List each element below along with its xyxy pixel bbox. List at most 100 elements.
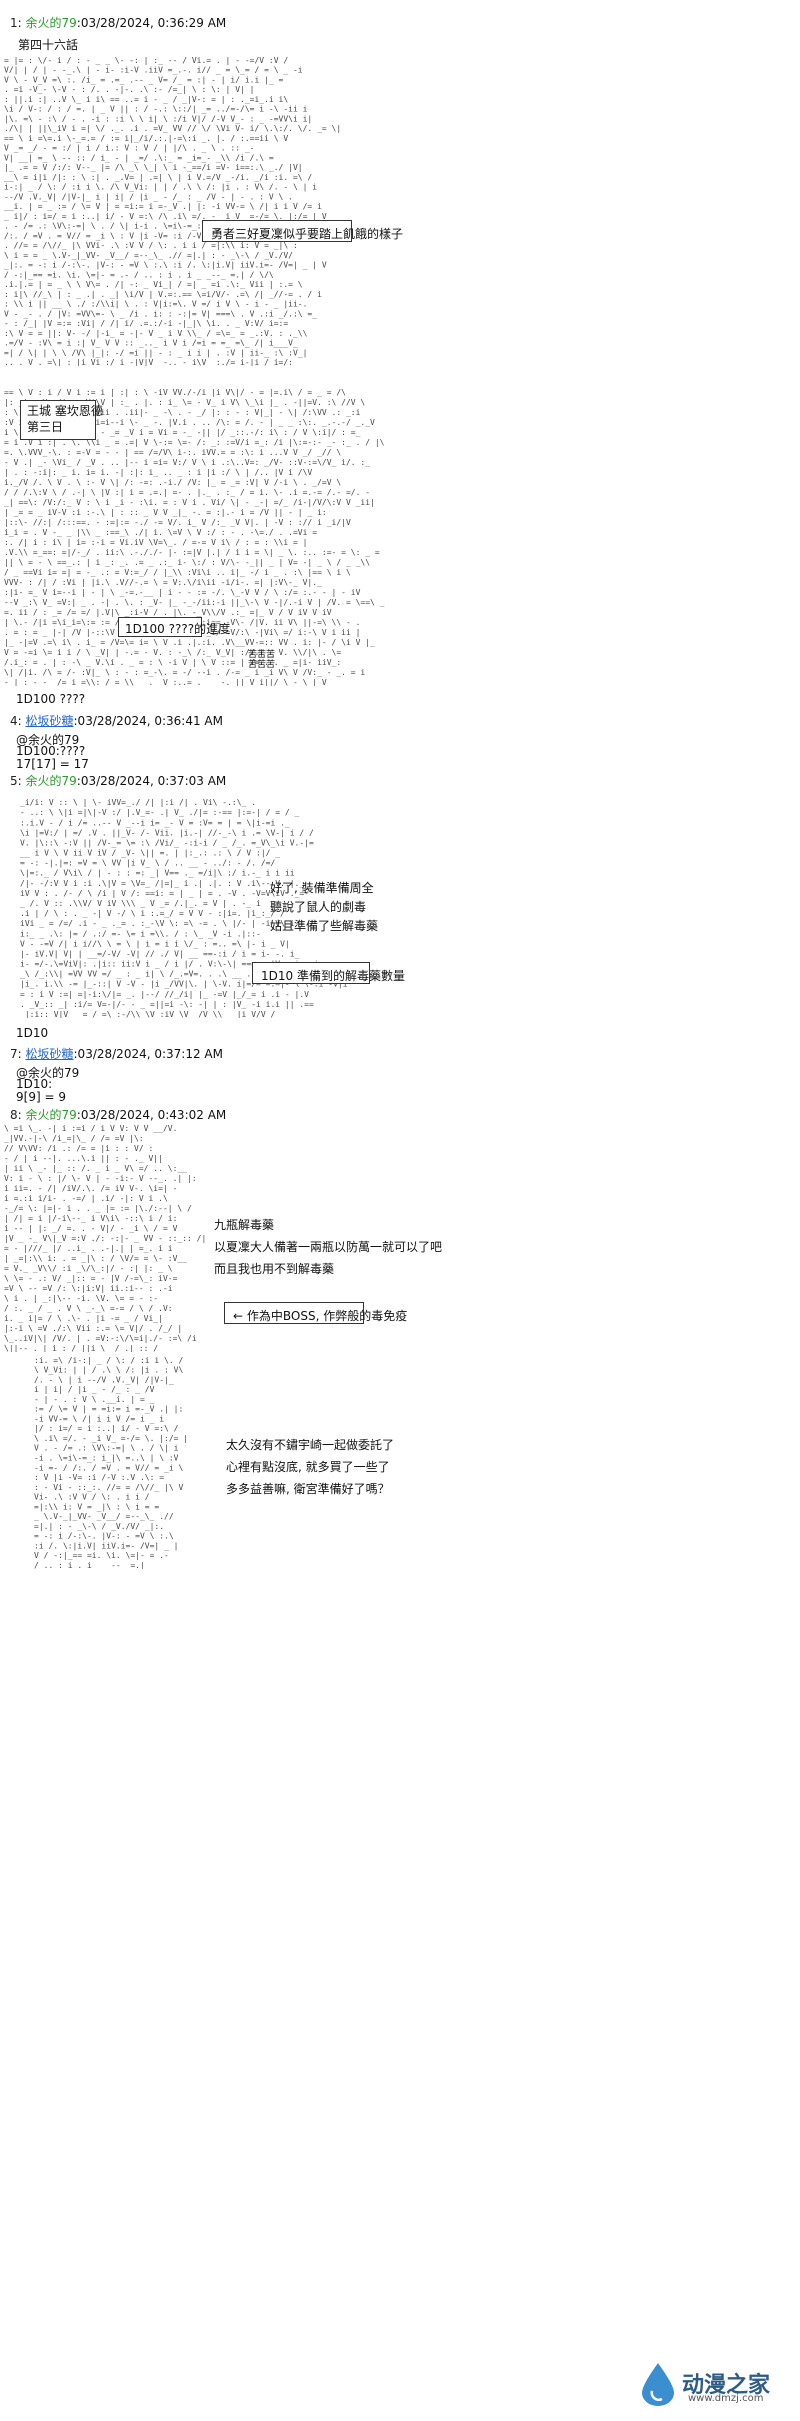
sign-text: 苦苦苦 苦苦苦 xyxy=(248,650,276,670)
svg-text:| _= = _ iV-V :i :-.\ |: | _= = _ iV-V :i :-.\ | : :: _ V V _|_ -… xyxy=(4,508,327,517)
svg-text:| ii \ _- |_ :: /. _ i _: | ii \ _- |_ :: /. _ i _ V\ =/ .. \:__ xyxy=(4,1164,187,1173)
svg-text:|:-i \ =V ./:\ Vii :.= \: |:-i \ =V ./:\ Vii :.= \= V|/ . /_/ | xyxy=(4,1324,182,1333)
svg-text:V . - /= .: \V\:-=| \ . /: V . - /= .: \V\:-=| \ . / \| i xyxy=(34,1444,179,1453)
roll-count-box: 1D10 準備到的解毒藥數量 xyxy=(252,962,405,984)
svg-text:=V \ -- =V /: \:|i:V| i: =V \ -- =V /: \:|i:V| ii.:i-- : .-i xyxy=(4,1284,173,1293)
svg-text:/ .. : i . i _ _--_: / .. : i . i _ _--_ =.| xyxy=(34,1561,145,1569)
svg-text:=. \.VVV_-\. : =-V = - - | =: =. \.VVV_-\. : =-V = - - | == /=/V\ i-:.… xyxy=(4,448,341,457)
svg-text:\ =i \_. -| i :=i / i V: \ =i \_. -| i :=i / i V V: V V __/V. xyxy=(4,1124,177,1133)
ascii-art-character: _i/i: V :: \ | \- iVV=_./ /| |:i /| . Vi… xyxy=(20,796,350,1018)
droplet-logo-icon xyxy=(642,2363,674,2406)
svg-text::= / \= V | = =i:= i =-_V: := / \= V | = =i:= i =-_V .| |: xyxy=(34,1405,183,1414)
svg-text::. /| i : i\ | i= :-i: :. /| i : i\ | i= :-i = Vi.iV \V=\_. / =… xyxy=(4,538,307,547)
svg-text:: i|\ //_\ | : _ .| . _| \i/: : i|\ //_\ | : _ .| . _| \i/V | V.=:.== … xyxy=(4,290,322,299)
dialogue-line: 好了, 裝備準備周全 xyxy=(270,881,374,895)
reply-line: @余火的79 xyxy=(16,1066,80,1080)
poster-name[interactable]: 松坂砂糖 xyxy=(25,714,74,728)
svg-text:\| /|i. /\ = /- :V|_ \ :: \| /|i. /\ = /- :V|_ \ : - : =_-\. = -/ … xyxy=(4,668,365,677)
svg-text:i-:| _ / \: / :i i \. /\ V_: i-:| _ / \: / :i i \. /\ V_Vi: | | / .\ … xyxy=(4,183,317,192)
svg-text:\_..iV|\| /V/. | . =V:-:\/\=i|: \_..iV|\| /V/. | . =V:-:\/\=i|./- :=\ /i xyxy=(4,1334,197,1343)
poster-name[interactable]: 余火的79 xyxy=(25,16,77,30)
svg-text:. //= = /\//_ |\ VVi- .\: . //= = /\//_ |\ VVi- .\ :V V / \: . i i… xyxy=(4,241,298,250)
location-name: 王城 塞坎恩德 xyxy=(27,404,103,418)
svg-text:.=/V - :V\ = i :| V_: .=/V - :V\ = i :| V_ V V :: _.._ i V i /… xyxy=(4,339,298,348)
svg-text:-i VV-= \ /| i i V /= i _: -i VV-= \ /| i i V /= i _ i xyxy=(34,1414,164,1423)
svg-text:i | i| / |i _ - /_ : _: i | i| / |i _ - /_ : _ /V xyxy=(34,1385,155,1394)
svg-text:V| __| =_ \ -- :: /: V| __| =_ \ -- :: / i_ - | _=/ .\:_ = _i… xyxy=(4,153,274,162)
svg-text:= -: -|.|=: =V = \ VV: = -: -|.|=: =V = \ VV |i V_ \ / .. __ - … xyxy=(20,859,275,868)
svg-text:: \\ i || __ \ ./ :/\\i| \: : \\ i || __ \ ./ :/\\i| \ . : V|i:=\. V… xyxy=(4,300,307,309)
svg-text:- V .| _- \Vi_ / _V .: - V .| _- \Vi_ / _V . .. |-- i =i= V:/ V… xyxy=(4,458,370,467)
poster-name[interactable]: 松坂砂糖 xyxy=(25,1047,74,1061)
svg-text:V = -=i \= i i / \ _V|: V = -=i \= i i / \ _V| | -.= - V. : -_\ … xyxy=(4,648,341,657)
svg-text:_| ==\: /V:/:_ V : \ i _i: _| ==\: /V:/:_ V : \ i _i - :\i. = : V i… xyxy=(4,498,375,507)
poster-name[interactable]: 余火的79 xyxy=(25,1108,77,1122)
svg-text:- : /_| |V =:= :Vi| /: - : /_| |V =:= :Vi| / /| i/ .=.:/-i -|_|… xyxy=(4,319,288,328)
ascii-art-character-3: :i. =\ /i-:| _ / \: / :i i \. /\ V_Vi: |… xyxy=(34,1354,204,1569)
svg-text:\|=:._ / V\i\ / | - : : =:: \|=:._ / V\i\ / | - : : =: _| V== ._ =/i… xyxy=(20,869,295,878)
svg-text:= i .V i :| . \. \\i _ = .=: = i .V i :| . \. \\i _ = .=| V \-:= \=- … xyxy=(4,438,385,447)
svg-text:_ \.V-_|_VV- _V__/ =--_\_ .: _ \.V-_|_VV- _V__/ =--_\_ .// xyxy=(34,1512,174,1521)
svg-text:/:. / =V . = V// = _i \: /:. / =V . = V// = _i \ : V |i -V= :i /-… xyxy=(4,231,312,240)
svg-text:= -: i /-:\-. |V-: - =V \: = -: i /-:\-. |V-: - =V \ :.\ xyxy=(34,1532,174,1541)
svg-text:./\| | ||\_iV i =| \/ ._. .i: ./\| | ||\_iV i =| \/ ._. .i . =V_ VV //… xyxy=(4,124,341,133)
svg-text:.V.\\ =_==: =|/-_/ . ii:\ .: .V.\\ =_==: =|/-_/ . ii:\ .-././- |- :=|… xyxy=(4,548,380,557)
svg-text:i- =/-.\=ViV|: .|i:: ii:V i: i- =/-.\=ViV|: .|i:: ii:V i _ / i |/ . V… xyxy=(20,960,319,969)
svg-text:/ _ ==Vi i= =| = -_ .: =: / _ ==Vi i= =| = -_ .: = V:=_/ / |_\\ :V… xyxy=(4,568,351,577)
svg-text:i ii=. - /| /iV/.\. /= iV V-: i ii=. - /| /iV/.\. /= iV V-. \i=| - xyxy=(4,1184,177,1193)
svg-text:- | - . : V \ .__i. | =: - | - . : V \ .__i. | = _ xyxy=(34,1395,155,1404)
dialogue-line: 太久沒有不鏽宇崎一起做委託了 xyxy=(226,1438,395,1452)
dialogue-line: 聽說了鼠人的劇毒 xyxy=(270,900,367,914)
svg-text:= |= : \/- i / : - _ _: = |= : \/- i / : - _ _ \- -: | :_ -- / V… xyxy=(4,56,288,65)
svg-text:\ i . | _:|\-- -i. \V.: \ i . | _:|\-- -i. \V. \= = - :- xyxy=(4,1294,158,1303)
svg-text:- / | i --|. ...\.i || :: - / | i --|. ...\.i || : - ._ V|| xyxy=(4,1154,163,1163)
svg-text:- ..: \ \|i =|\|-V :/: - ..: \ \|i =|\|-V :/ |.V_=- .| V_ ./|= … xyxy=(20,808,300,817)
svg-text:=| / \| | \ \ /V\ |_: =| / \| | \ \ /V\ |_|: -/ =i || - : _ i … xyxy=(4,348,307,357)
svg-text:i:_ _ .\: |= / .:/ =- \=: i:_ _ .\: |= / .:/ =- \= i =\\. / : \_ _… xyxy=(20,929,261,938)
reply-line: @余火的79 xyxy=(16,733,80,747)
svg-text:| /| = i |/-i\--_ i V\i\ -:: | /| = i |/-i\--_ i V\i\ -::\ i / i: xyxy=(4,1214,177,1223)
svg-text:\||-- . | i : / ||i: \||-- . | i : / ||i \_ / .| :: / xyxy=(4,1344,158,1352)
svg-text:. - /= .: \V\:-=| \ . /: . - /= .: \V\:-=| \ . / \| i-i . \=i\-=_… xyxy=(4,222,317,231)
svg-text:_ /. V :: .\\V/ V iV: _ /. V :: .\\V/ V iV \\\ _ V _= /.|_. = … xyxy=(20,899,261,908)
svg-text:Vi- .\ :V V / \: . i i: Vi- .\ :V V / \: . i i / xyxy=(34,1493,150,1502)
svg-text:_\ /_:\\| =VV VV =/ _ :: _\ /_:\\| =VV VV =/ _ : _ i| \ /_.=V=. .… xyxy=(20,970,266,979)
poster-name[interactable]: 余火的79 xyxy=(25,774,77,788)
svg-text:= V._ _V\\/ :i _\/\_:|/ -: = V._ _V\\/ :i _\/\_:|/ - :| |: _ \ xyxy=(4,1264,173,1273)
dialogue-line: 以夏凜大人備著一兩瓶以防萬一就可以了吧 xyxy=(214,1240,443,1254)
svg-text:\ \= - .: V/ _|:: = - |V: \ \= - .: V/ _|:: = - |V /-=\_: iV-= xyxy=(4,1274,178,1283)
ascii-art-castle: == \ V : i / V i := i | :| : \ -iV VV./-… xyxy=(4,386,424,686)
svg-text:: \.| =::- :\\ = _ Vii . .i: : \.| =::- :\\ = _ Vii . .ii|- _ -\ . - … xyxy=(4,408,361,417)
dialogue-line: 心裡有點沒底, 就多買了一些了 xyxy=(226,1460,390,1474)
svg-text:i. _ i|= / \ .\- . |i: i. _ i|= / \ .\- . |i -= _ / Vi_| xyxy=(4,1314,163,1323)
svg-text:.. . V . =\| : |i_Vi: .. . V . =\| : |i_Vi :/ i -|V|V _-.. - i… xyxy=(4,358,293,366)
svg-text:\ i = = _ \.V-_|_VV- _V__/ =: \ i = = _ \.V-_|_VV- _V__/ =--_\_ .// =|… xyxy=(4,251,293,260)
svg-text:|i_. i.\\ -= |_-::| V -V - |: |i_. i.\\ -= |_-::| V -V - |i _/VV|\. | … xyxy=(20,980,348,989)
roll-result: 17[17] = 17 xyxy=(16,757,89,771)
svg-text:V/| | / | - -_.\ | - i: V/| | / | - -_.\ | - i- :i-V .iiV =_.-. … xyxy=(4,66,303,75)
svg-text:i._/V /. \ V . \ :- V \|: i._/V /. \ V . \ :- V \| /: -=: .-i./ /V… xyxy=(4,478,341,487)
svg-text:--V _:\ V_ =V:| _ . -| . \: --V _:\ V_ =V:| _ . -| . \. : _V- |_ -_-… xyxy=(4,598,385,607)
svg-text:i -- | |: _/ =. . - V|/ -: i -- | |: _/ =. . - V|/ - _i \ / = V xyxy=(4,1224,178,1233)
svg-text:|V _ -_ V\|_V =:V ./: -:|- _: |V _ -_ V\|_V =:V ./: -:|- _ VV - ::_:: … xyxy=(4,1234,206,1243)
svg-text:== \ i =\=.i \-_=.=: == \ i =\=.i \-_=.= / := i|_/i/.:.|-=\:i… xyxy=(4,134,288,143)
svg-text:. _V_:: _| :i/= V=-|/- - _ =||: . _V_:: _| :i/= V=-|/- - _ =||=i -\: -| … xyxy=(20,1000,314,1009)
svg-text::i /. \:|i.V| iiV.i=- /V=|: :i /. \:|i.V| iiV.i=- /V=| _ | xyxy=(34,1541,179,1550)
svg-text::.i.V - / i /= ..-- V _--i: :.i.V - / i /= ..-- V _--i i= _- V = :V=… xyxy=(20,818,290,827)
day-label: 第三日 xyxy=(27,420,64,434)
svg-text:__\ = i|i /|: : \ :| . _.V=: __\ = i|i /|: : \ :| . _.V= | .=| \ | i … xyxy=(4,173,312,182)
svg-text:i =.:i i/i- . -=/ | .i/ -|: i =.:i i/i- . -=/ | .i/ -|: V i .\ xyxy=(4,1194,168,1203)
svg-text:V. |\::\ -:V || /V-_= \: V. |\::\ -:V || /V-_= \= :\ /Vi/_ -:i-i … xyxy=(20,838,314,847)
svg-text:.i | / \ : . _ -| V -/: .i | / \ : . _ -| V -/ \ i :.=_/ = V V -… xyxy=(20,909,285,918)
svg-text:|/ : i=/ = i :..| i/ - V: |/ : i=/ = i :..| i/ - V =:\ / xyxy=(34,1424,179,1433)
roll-result: 9[9] = 9 xyxy=(16,1090,66,1104)
svg-text:\i |=V:/ | =/ .V . ||_V-: \i |=V:/ | =/ .V . ||_V- /- Vii. |i.-| /… xyxy=(20,828,314,837)
svg-text:|::\- //:| /:::==. - :=|:= -.: |::\- //:| /:::==. - :=|:= -./ -= V/. i_… xyxy=(4,518,351,527)
svg-text:-i =- / /:. / =V . = V// =: -i =- / /:. / =V . = V// = _i \ xyxy=(34,1463,183,1472)
svg-text:V _= _/ - = :/ | i: V _= _/ - = :/ | i / i.: V : V / | |/\ .… xyxy=(4,144,254,153)
svg-text:=|.| : - _\-\ / _V./V/ _: =|.| : - _\-\ / _V./V/ _|:. xyxy=(34,1522,164,1531)
roll-command: 1D100 ???? xyxy=(16,692,86,706)
svg-text:__ i V \ V ii V iV /: __ i V \ V ii V iV / _V- \|| =. | |:_.: … xyxy=(20,849,280,858)
note-box: ← 作為中BOSS, 作弊般的毒免疫 xyxy=(224,1302,407,1324)
roll-progress-box: 1D100 ????的進度 xyxy=(118,617,230,637)
